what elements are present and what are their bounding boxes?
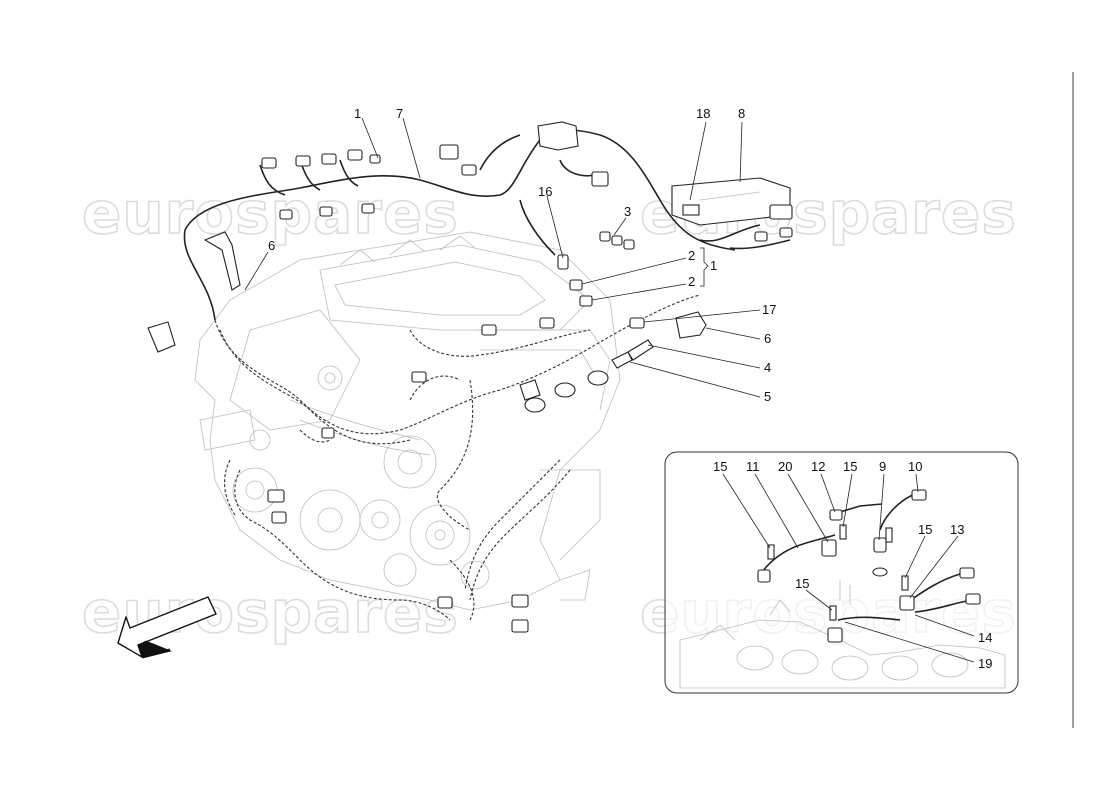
- inset-callout-15-a: 15: [713, 459, 727, 474]
- ignition-coil-left: [203, 231, 241, 291]
- inset-detail-panel: 15 11 20 12 15 9 10 15 13 15 14 19: [664, 451, 1019, 694]
- spark-plug: [627, 339, 654, 361]
- ignition-coil-right: [675, 311, 707, 339]
- inset-callout-15-d: 15: [795, 576, 809, 591]
- grommet: [537, 121, 579, 151]
- relay-connector: [439, 144, 459, 160]
- center-connector-a: [539, 317, 555, 329]
- watermark-top-left: eurospares: [82, 179, 459, 247]
- ecu-bracket: [682, 204, 700, 216]
- wiring-harness: [183, 129, 791, 621]
- inset-callout-12: 12: [811, 459, 825, 474]
- inset-callout-9: 9: [879, 459, 886, 474]
- inset-sensor-13: [899, 595, 915, 611]
- inset-callout-10: 10: [908, 459, 922, 474]
- lower-connector-2: [271, 511, 287, 524]
- inset-callout-14: 14: [978, 630, 992, 645]
- inset-bolt-15b: [839, 524, 847, 540]
- harness-connector-a: [279, 209, 293, 220]
- callout-18: 18: [696, 106, 710, 121]
- bottom-connector-16: [519, 379, 541, 401]
- callout-4: 4: [764, 360, 771, 375]
- sensor-17: [629, 317, 645, 329]
- inset-connector-12: [829, 509, 843, 521]
- injector-connector-4: [347, 149, 363, 161]
- sensor-16: [557, 254, 569, 270]
- connector-components: [147, 121, 793, 633]
- lower-connector-1: [267, 489, 285, 503]
- sensor-plug-top: [461, 164, 477, 176]
- inset-bolt-15c: [885, 527, 893, 543]
- main-leader-lines: [244, 117, 761, 398]
- ecu-connector: [769, 204, 793, 220]
- injector-connector-1: [261, 157, 277, 169]
- callout-16: 16: [538, 184, 552, 199]
- inset-sensor-15d: [827, 627, 843, 643]
- mid-connector: [411, 371, 427, 383]
- inset-bolt-19: [829, 605, 837, 621]
- inset-callout-19: 19: [978, 656, 992, 671]
- side-connector: [321, 427, 335, 439]
- inset-connector-14: [965, 593, 981, 605]
- harness-connector-c: [361, 203, 375, 214]
- inset-callout-13: 13: [950, 522, 964, 537]
- inset-sensor-20: [821, 539, 837, 557]
- inset-bolt-15d: [901, 575, 909, 591]
- callout-3: 3: [624, 204, 631, 219]
- inset-sensor-11: [757, 569, 771, 583]
- fuse-box: [591, 171, 609, 187]
- callout-2-lower: 2: [688, 274, 695, 289]
- front-direction-arrow-icon: [117, 596, 217, 659]
- inset-callout-15-c: 15: [918, 522, 932, 537]
- o-ring-1: [554, 382, 576, 398]
- lower-connector-3: [437, 596, 453, 609]
- inset-callout-15-b: 15: [843, 459, 857, 474]
- top-right-connector: [754, 231, 768, 242]
- inset-sensor-9: [873, 537, 887, 553]
- engine-block-illustration: [194, 231, 621, 611]
- inset-ring-9: [872, 567, 888, 577]
- sensor-2b: [579, 295, 593, 307]
- harness-connector-b: [319, 206, 333, 217]
- callout-1-bracket: 1: [710, 258, 717, 273]
- center-connector-b: [481, 324, 497, 336]
- main-callouts: 1 7 18 8 16 3 6 2 2 1 17 6 4 5: [268, 106, 776, 404]
- o-ring-2: [587, 370, 609, 386]
- intake-connector: [147, 321, 176, 353]
- callout-7: 7: [396, 106, 403, 121]
- o-ring-3: [524, 397, 546, 413]
- callout-1: 1: [354, 106, 361, 121]
- connector-3c: [623, 239, 635, 250]
- callout-2-upper: 2: [688, 248, 695, 263]
- inset-callout-11: 11: [746, 459, 760, 474]
- inset-bolt-15a: [767, 544, 775, 560]
- inset-frame: [664, 451, 1019, 694]
- callout-8: 8: [738, 106, 745, 121]
- callout-5: 5: [764, 389, 771, 404]
- sensor-2a: [569, 279, 583, 291]
- top-right-plug: [779, 227, 793, 238]
- injector-connector-2: [295, 155, 311, 167]
- inset-callout-20: 20: [778, 459, 792, 474]
- injector-connector-5: [369, 154, 381, 164]
- callout-6-right: 6: [764, 331, 771, 346]
- inset-connector-13: [959, 567, 975, 579]
- inset-connector-10: [911, 489, 927, 501]
- spark-plug-tip: [611, 351, 633, 369]
- lower-connector-4: [511, 594, 529, 608]
- lower-connector-5: [511, 619, 529, 633]
- connector-3a: [599, 231, 611, 242]
- injector-connector-3: [321, 153, 337, 165]
- callout-17: 17: [762, 302, 776, 317]
- connector-3b: [611, 235, 623, 246]
- callout-6-left: 6: [268, 238, 275, 253]
